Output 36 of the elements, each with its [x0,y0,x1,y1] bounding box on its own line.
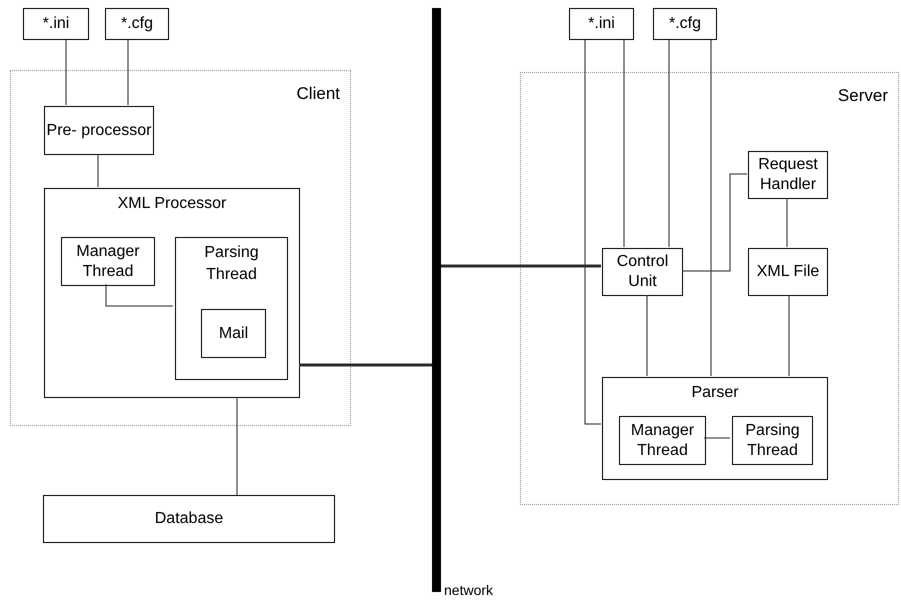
process-box: Request Handler [748,151,828,199]
connector-line [682,174,748,272]
bus-label: network [444,581,494,600]
network-link [441,264,601,268]
process-box: *.cfg [105,8,169,40]
connector-line [236,396,238,496]
process-box: Parsing Thread [732,416,813,465]
container-box [44,188,300,398]
process-box: Database [43,495,335,543]
group-frame [10,70,351,426]
process-box: *.cfg [653,8,717,40]
connector-line [106,284,174,306]
connector-line [788,294,790,376]
network-link [299,364,432,366]
process-box: Pre- processor [44,106,154,155]
process-box: Manager Thread [619,416,706,465]
group-label: Server [838,85,888,107]
network-bar [432,8,441,592]
connector-line [584,40,602,424]
process-box: *.ini [23,8,89,40]
process-box: XML File [748,248,828,296]
group-label: Client [296,83,340,105]
process-box: *.ini [569,8,634,40]
process-box: Manager Thread [61,237,155,286]
connector-line [710,40,712,376]
group-frame [520,72,899,505]
box-heading: XML Processor [116,194,228,214]
process-box: Mail [201,309,266,358]
connector-line [786,198,788,248]
connector-line [668,40,670,248]
container-box [602,377,828,480]
container-box [175,237,288,380]
box-heading: Parser [690,383,740,403]
box-heading: Parsing Thread [203,243,260,285]
connector-line [646,294,648,376]
process-box: Control Unit [602,248,683,296]
